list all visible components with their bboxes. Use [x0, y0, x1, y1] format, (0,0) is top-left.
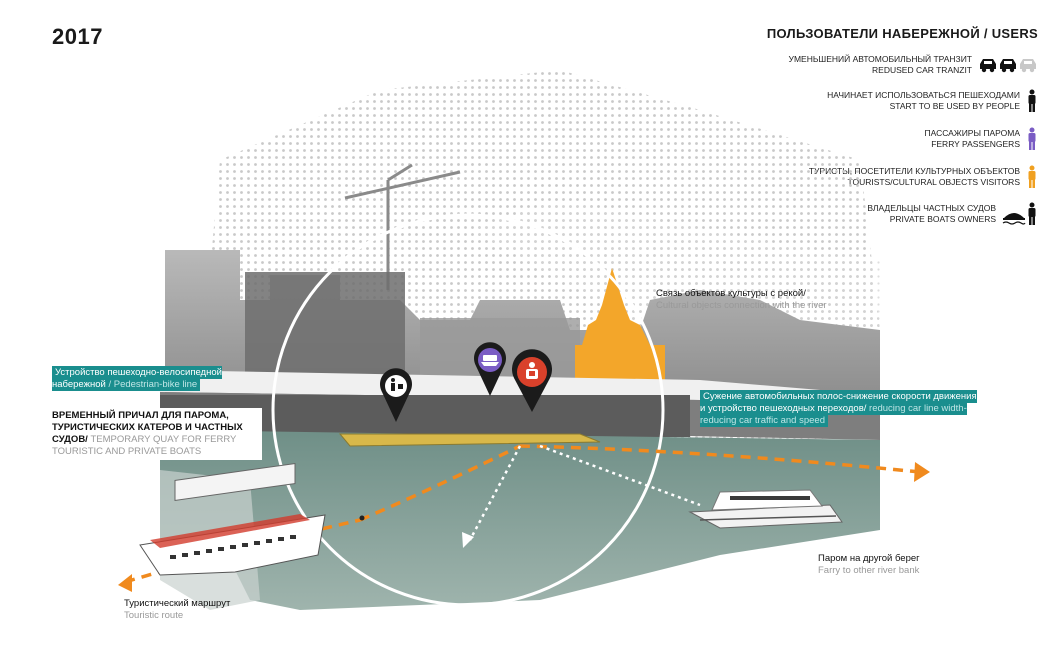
- callout-ferry: Паром на другой берег Farry to other riv…: [818, 553, 1018, 577]
- route-arrowhead: [118, 574, 132, 592]
- callout-culture-ru: Связь объектов культуры с рекой/: [656, 288, 806, 299]
- legend-item-en: START TO BE USED BY PEOPLE: [889, 101, 1020, 111]
- legend-item-tourists: ТУРИСТЫ, ПОСЕТИТЕЛИ КУЛЬТУРНЫХ ОБЪЕКТОВ …: [809, 165, 1038, 189]
- pin-culture: [512, 349, 552, 412]
- callout-pedestrian-en: / Pedestrian-bike line: [108, 379, 198, 390]
- temporary-quay: [338, 433, 601, 447]
- callout-quay-en: TEMPORARY QUAY FOR FERRY TOURISTIC AND P…: [52, 434, 237, 457]
- year-label: 2017: [52, 24, 103, 49]
- cultural-object-spire: [575, 268, 665, 382]
- ferry-route-line: [539, 444, 701, 507]
- callout-narrowing-en: reducing car line width-reducing car tra…: [700, 403, 967, 426]
- tourist-boat: [139, 462, 326, 576]
- cars-icon: [978, 55, 1038, 75]
- tourist-route-line: [519, 444, 921, 474]
- focus-circle: [271, 213, 665, 607]
- halftone-sky-light: [470, 200, 880, 340]
- legend-item-pedestrians: НАЧИНАЕТ ИСПОЛЬЗОВАТЬСЯ ПЕШЕХОДАМИ START…: [827, 89, 1038, 113]
- callout-culture: Связь объектов культуры с рекой/ Cultura…: [656, 288, 886, 312]
- ferry-boat: [688, 489, 843, 529]
- legend-item-en: TOURISTS/CULTURAL OBJECTS VISITORS: [847, 177, 1020, 187]
- pin-ferry: [474, 342, 506, 396]
- callout-tourist-en: Touristic route: [124, 610, 184, 621]
- dark-building: [245, 272, 405, 382]
- callout-narrowing-ru: Сужение автомобильных полос-снижение ско…: [700, 391, 977, 414]
- callout-ferry-en: Farry to other river bank: [818, 565, 920, 576]
- callout-tourist: Туристический маршрут Touristic route: [124, 598, 324, 622]
- river-water: [160, 430, 880, 610]
- pin-pedestrian: [380, 368, 412, 422]
- person-icon: [1026, 127, 1038, 151]
- legend-item-en: FERRY PASSENGERS: [931, 139, 1020, 149]
- legend-item-cars: УМЕНЬШЕНИЙ АВТОМОБИЛЬНЫЙ ТРАНЗИТ REDUSED…: [789, 54, 1038, 76]
- callout-pedestrian: Устройство пешеходно-велосипедной набере…: [52, 366, 262, 391]
- callout-pedestrian-ru: Устройство пешеходно-велосипедной набере…: [52, 367, 222, 390]
- tourist-route-line: [359, 444, 521, 522]
- callout-tourist-ru: Туристический маршрут: [124, 598, 231, 609]
- legend-item-ferry-passengers: ПАССАЖИРЫ ПАРОМА FERRY PASSENGERS: [925, 127, 1039, 151]
- legend-item-ru: ПАССАЖИРЫ ПАРОМА: [924, 128, 1021, 138]
- legend-item-boat-owners: ВЛАДЕЛЬЦЫ ЧАСТНЫХ СУДОВ PRIVATE BOATS OW…: [867, 202, 1038, 226]
- legend-item-en: PRIVATE BOATS OWNERS: [889, 214, 996, 224]
- legend-item-ru: ВЛАДЕЛЬЦЫ ЧАСТНЫХ СУДОВ: [867, 203, 996, 213]
- legend-item-ru: УМЕНЬШЕНИЙ АВТОМОБИЛЬНЫЙ ТРАНЗИТ: [788, 54, 972, 64]
- callout-quay-ru: ВРЕМЕННЫЙ ПРИЧАЛ ДЛЯ ПАРОМА, ТУРИСТИЧЕСК…: [52, 410, 243, 445]
- legend-item-ru: ТУРИСТЫ, ПОСЕТИТЕЛИ КУЛЬТУРНЫХ ОБЪЕКТОВ: [808, 166, 1020, 176]
- legend-item-en: REDUSED CAR TRANZIT: [872, 65, 972, 75]
- callout-culture-en: Cultural objects connection with the riv…: [656, 300, 827, 311]
- callout-narrowing: Сужение автомобильных полос-снижение ско…: [700, 390, 978, 427]
- person-icon: [1026, 89, 1038, 113]
- boat-person-icon: [1002, 202, 1038, 226]
- crane-silhouette: [344, 163, 461, 290]
- person-icon: [1026, 165, 1038, 189]
- callout-ferry-ru: Паром на другой берег: [818, 553, 920, 564]
- route-arrowhead: [914, 462, 930, 482]
- legend-title: ПОЛЬЗОВАТЕЛИ НАБЕРЕЖНОЙ / USERS: [766, 26, 1038, 41]
- legend-item-ru: НАЧИНАЕТ ИСПОЛЬЗОВАТЬСЯ ПЕШЕХОДАМИ: [827, 90, 1020, 100]
- callout-quay: ВРЕМЕННЫЙ ПРИЧАЛ ДЛЯ ПАРОМА, ТУРИСТИЧЕСК…: [52, 408, 262, 460]
